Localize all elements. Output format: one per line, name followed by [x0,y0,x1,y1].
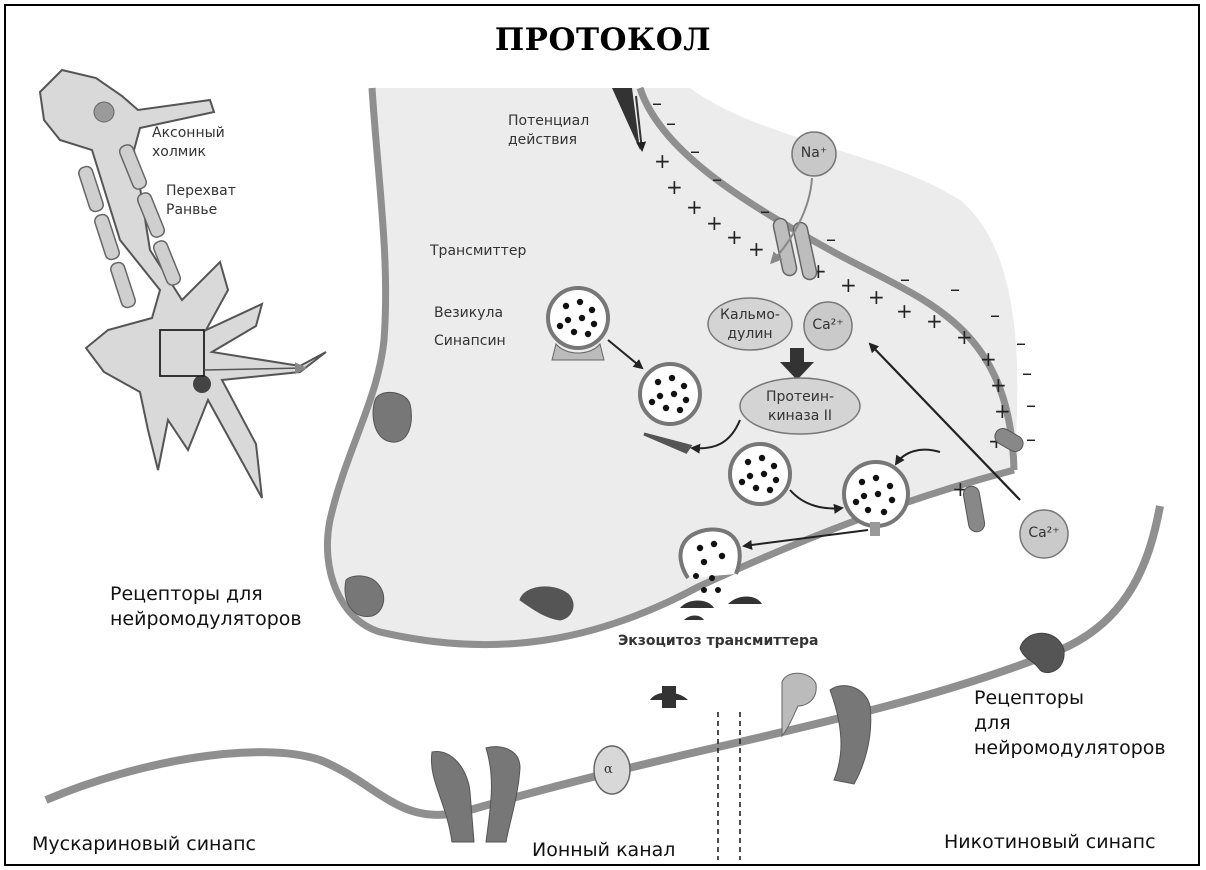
synapse-dividers [718,712,740,860]
label-receptors-left-line2: нейромодуляторов [110,607,302,632]
svg-text:–: – [1016,331,1026,355]
label-ca-outer: Ca²⁺ [1022,524,1066,543]
label-na: Na⁺ [796,144,832,163]
label-exocytosis: Экзоцитоз трансмиттера [618,632,818,651]
label-calmodulin-line1: Кальмо- [712,306,788,325]
label-nicotinic: Никотиновый синапс [944,830,1156,855]
svg-text:+: + [868,285,885,309]
label-ranvier-line2: Ранвье [166,201,236,220]
label-synapsin: Синапсин [434,332,506,351]
label-protein-kinase-line2: киназа II [746,407,854,426]
svg-text:–: – [666,111,676,135]
nucleus-top [94,102,114,122]
label-transmitter: Трансмиттер [430,242,526,261]
svg-text:+: + [956,325,973,349]
label-receptors-left-line1: Рецепторы для [110,582,302,607]
svg-text:–: – [712,167,722,191]
svg-text:–: – [652,91,662,115]
label-axon-hillock-line2: холмик [152,143,225,162]
svg-text:+: + [726,225,743,249]
svg-text:+: + [654,149,671,173]
label-ranvier-line1: Перехват [166,182,236,201]
svg-text:–: – [950,277,960,301]
svg-text:+: + [990,373,1007,397]
label-receptors-right-line1: Рецепторы [974,686,1166,711]
label-calmodulin-line2: дулин [712,325,788,344]
label-ion-channel: Ионный канал [532,838,675,863]
svg-text:+: + [748,237,765,261]
vesicle-2 [640,364,700,424]
svg-text:+: + [706,211,723,235]
label-receptors-right: Рецепторы для нейромодуляторов [974,686,1166,761]
svg-text:+: + [686,195,703,219]
svg-text:–: – [1026,427,1036,451]
svg-text:–: – [826,227,836,251]
svg-text:+: + [666,175,683,199]
vesicle-3 [730,444,790,504]
label-receptors-right-line2: для [974,711,1166,736]
label-action-potential-line2: действия [508,131,589,150]
page-title: ПРОТОКОЛ [0,22,1206,58]
label-protein-kinase: Протеин- киназа II [746,388,854,426]
svg-text:+: + [926,309,943,333]
nucleus-bottom [193,375,211,393]
label-receptors-left: Рецепторы для нейромодуляторов [110,582,302,632]
label-action-potential-line1: Потенциал [508,112,589,131]
label-vesicle: Везикула [434,304,503,323]
label-action-potential: Потенциал действия [508,112,589,150]
svg-text:–: – [1026,393,1036,417]
label-ca-inner: Ca²⁺ [806,316,850,335]
svg-text:–: – [760,199,770,223]
label-axon-hillock-line1: Аксонный [152,124,225,143]
label-muscarinic: Мускариновый синапс [32,832,256,857]
svg-text:–: – [1022,361,1032,385]
label-receptors-right-line3: нейромодуляторов [974,736,1166,761]
label-ranvier: Перехват Ранвье [166,182,236,220]
label-protein-kinase-line1: Протеин- [746,388,854,407]
svg-text:–: – [900,267,910,291]
svg-text:–: – [690,139,700,163]
released-transmitter [680,597,762,621]
svg-text:+: + [980,347,997,371]
svg-text:+: + [840,273,857,297]
label-alpha: α [604,760,613,779]
svg-text:+: + [994,399,1011,423]
svg-text:–: – [990,303,1000,327]
svg-text:+: + [896,299,913,323]
label-calmodulin: Кальмо- дулин [712,306,788,344]
label-axon-hillock: Аксонный холмик [152,124,225,162]
vesicle-1 [548,288,608,360]
